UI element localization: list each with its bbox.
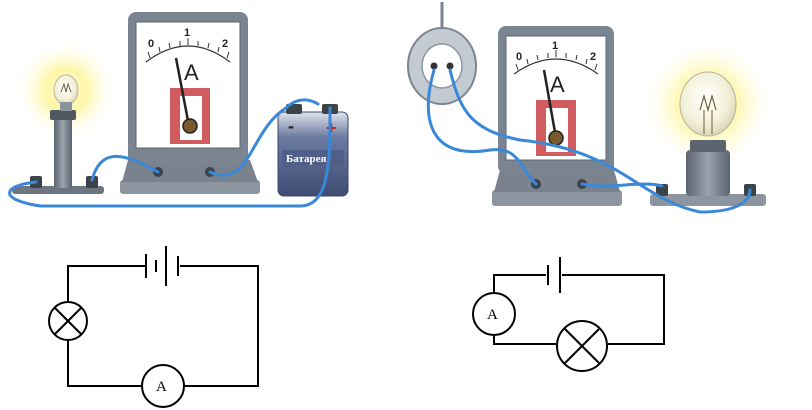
right-wires	[426, 68, 752, 214]
wall-socket-icon	[407, 2, 477, 105]
ammeter-symbol-label: A	[156, 379, 167, 395]
ammeter-scale-1: 1	[184, 27, 190, 39]
ammeter-right-scale-2: 2	[590, 51, 596, 63]
ammeter-scale-0: 0	[148, 38, 154, 50]
light-bulb-right-icon	[679, 71, 737, 137]
cell-icon	[547, 257, 561, 293]
lamp-stand-right	[650, 140, 766, 206]
right-illustration: 0 1 2 A	[407, 2, 770, 214]
left-illustration: 0 1 2 A - + Батарея	[8, 12, 349, 208]
battery-device: - + Батарея	[277, 104, 349, 197]
ammeter-right-unit: A	[550, 72, 565, 97]
ammeter-right-scale-0: 0	[516, 51, 522, 63]
light-bulb-icon	[53, 74, 79, 111]
ammeter-right-scale-1: 1	[552, 40, 558, 52]
ammeter-scale-2: 2	[222, 38, 228, 50]
ammeter-unit: A	[184, 60, 199, 85]
battery-cells-icon	[145, 246, 179, 286]
left-wires	[8, 98, 332, 208]
ammeter-symbol-right-label: A	[487, 307, 498, 323]
battery-label: Батарея	[286, 153, 327, 165]
ammeter-symbol	[141, 364, 185, 408]
right-schematic	[472, 257, 665, 372]
left-schematic	[48, 246, 259, 408]
lamp-stand	[12, 110, 104, 194]
ammeter-symbol-right	[472, 292, 516, 336]
battery-minus-label: -	[288, 116, 294, 136]
ammeter-device-right: 0 1 2 A	[492, 26, 622, 206]
lamp-x-icon-right	[556, 320, 608, 372]
lamp-x-icon	[48, 301, 88, 341]
